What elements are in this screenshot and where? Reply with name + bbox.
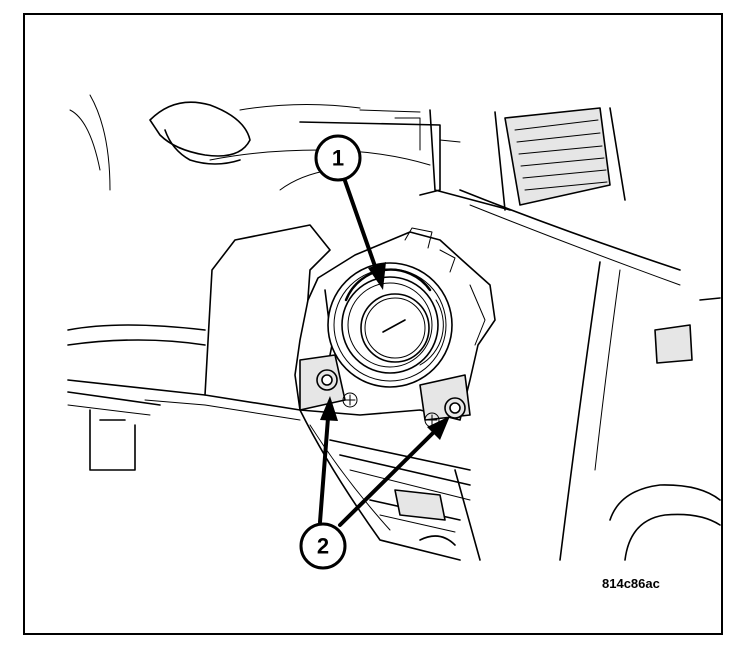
callout-2-leader-right bbox=[338, 428, 438, 527]
figure-code: 814c86ac bbox=[602, 576, 660, 591]
callout-2-arrowhead-left bbox=[320, 396, 338, 421]
callout-2-circle bbox=[299, 522, 347, 570]
line-drawing bbox=[67, 94, 721, 561]
callout-2-label: 2 bbox=[317, 534, 329, 559]
callout-1-arrowhead bbox=[368, 262, 386, 290]
figure-border bbox=[23, 13, 723, 635]
callout-1: 1 bbox=[314, 134, 386, 290]
callout-2-leader-left bbox=[318, 416, 330, 524]
callout-1-leader bbox=[342, 176, 379, 274]
callout-2-arrowhead-right bbox=[427, 416, 450, 440]
callout-1-label: 1 bbox=[332, 146, 344, 171]
callout-2: 2 bbox=[299, 396, 450, 570]
callout-1-circle bbox=[314, 134, 362, 182]
